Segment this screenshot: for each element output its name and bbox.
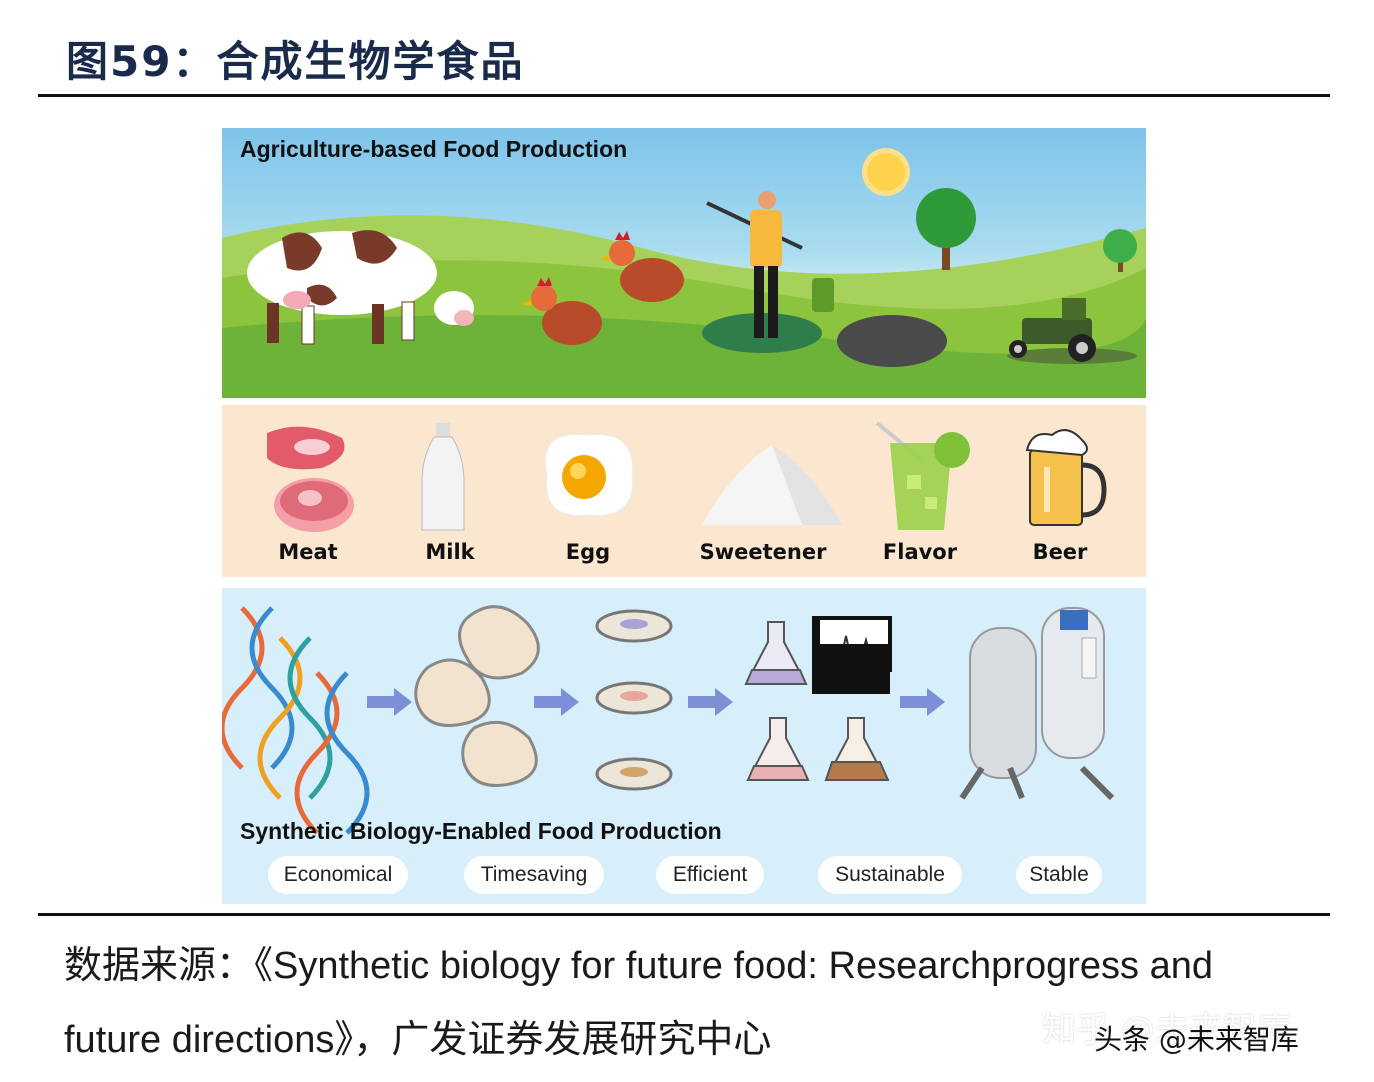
meat-icon bbox=[267, 426, 354, 532]
egg-icon bbox=[544, 434, 633, 516]
benefit-pill-timesaving: Timesaving bbox=[464, 856, 604, 894]
source-line-1: 数据来源：《Synthetic biology for future food:… bbox=[64, 945, 1213, 987]
tree-icon bbox=[916, 188, 976, 270]
food-products-panel: Meat Milk Egg Sweetener Flavor Beer bbox=[222, 405, 1146, 577]
sun-icon bbox=[862, 148, 910, 196]
synbio-scene bbox=[222, 605, 1115, 835]
sweetener-icon bbox=[702, 445, 842, 525]
beer-icon bbox=[1025, 429, 1107, 526]
synbio-panel: Synthetic Biology-Enabled Food Productio… bbox=[222, 588, 1146, 904]
cow-icon bbox=[247, 230, 474, 345]
food-label-milk: Milk bbox=[425, 540, 475, 564]
petri-dish-icon bbox=[595, 609, 673, 791]
agriculture-panel: Agriculture-based Food Production bbox=[222, 128, 1146, 398]
bottom-rule bbox=[38, 913, 1330, 916]
food-label-egg: Egg bbox=[565, 540, 611, 564]
watermark-front: 头条 @未来智库 bbox=[1094, 1023, 1299, 1056]
benefit-pill-sustainable: Sustainable bbox=[818, 856, 962, 894]
food-label-beer: Beer bbox=[1032, 540, 1088, 564]
milk-icon bbox=[421, 423, 465, 531]
benefit-pill-efficient: Efficient bbox=[656, 856, 764, 894]
watermark-back: 知乎 @未来智库 bbox=[1042, 1010, 1291, 1050]
dna-icon bbox=[222, 606, 370, 835]
arrow-icon bbox=[367, 688, 945, 716]
benefit-pill-economical: Economical bbox=[268, 856, 408, 894]
food-label-meat: Meat bbox=[278, 540, 338, 564]
food-icons bbox=[267, 421, 1107, 532]
flavor-icon bbox=[875, 421, 970, 530]
cell-icon bbox=[414, 605, 540, 787]
benefit-pill-stable: Stable bbox=[1016, 856, 1102, 894]
flask-icon bbox=[744, 621, 890, 781]
synbio-title: Synthetic Biology-Enabled Food Productio… bbox=[240, 818, 722, 844]
source-line-2: future directions》，广发证券发展研究中心 bbox=[64, 1019, 772, 1061]
chicken-icon bbox=[600, 231, 684, 302]
chicken-icon bbox=[522, 277, 602, 345]
tree-icon bbox=[1103, 229, 1137, 272]
farmer-icon bbox=[702, 191, 947, 367]
analyzer-icon bbox=[812, 616, 892, 694]
figure-title: 图59：合成生物学食品 bbox=[66, 37, 525, 86]
tractor-icon bbox=[1007, 298, 1137, 364]
food-label-flavor: Flavor bbox=[882, 540, 958, 564]
bioreactor-icon bbox=[959, 607, 1115, 801]
food-label-sweetener: Sweetener bbox=[699, 540, 827, 564]
top-rule bbox=[38, 94, 1330, 97]
agriculture-title: Agriculture-based Food Production bbox=[240, 136, 628, 162]
farm-scene bbox=[222, 148, 1146, 398]
